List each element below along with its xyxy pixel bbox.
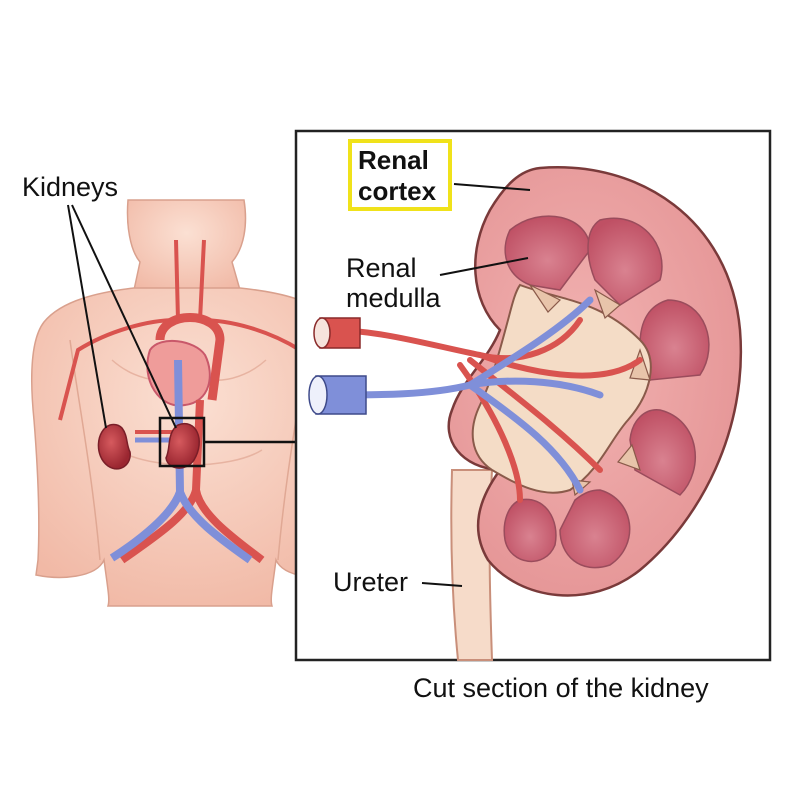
cortex-pointer	[453, 183, 531, 191]
renal-medulla-label-line2: medulla	[346, 283, 441, 313]
pyramid	[503, 498, 557, 562]
panel-caption: Cut section of the kidney	[413, 673, 709, 703]
pyramid	[587, 217, 663, 306]
kidneys-label: Kidneys	[22, 172, 119, 202]
pyramid	[559, 489, 631, 569]
renal-artery	[313, 317, 643, 503]
pyramid	[639, 299, 710, 381]
kidneys-pointer-right	[71, 204, 177, 429]
renal-medulla-label-line1: Renal	[346, 253, 417, 283]
ureter-label: Ureter	[333, 567, 409, 597]
renal-vein	[308, 296, 604, 494]
renal-cortex-label: Renal cortex	[348, 139, 452, 211]
ureter-pointer	[421, 582, 463, 587]
renal-cortex-label-line1: Renal	[358, 145, 429, 175]
renal-cortex-label-line2: cortex	[358, 176, 437, 206]
renal-medulla-label: Renal medulla	[346, 253, 441, 313]
kidneys-pointer-left	[67, 204, 107, 429]
pyramid	[629, 409, 697, 496]
medulla-pointer	[439, 257, 529, 276]
